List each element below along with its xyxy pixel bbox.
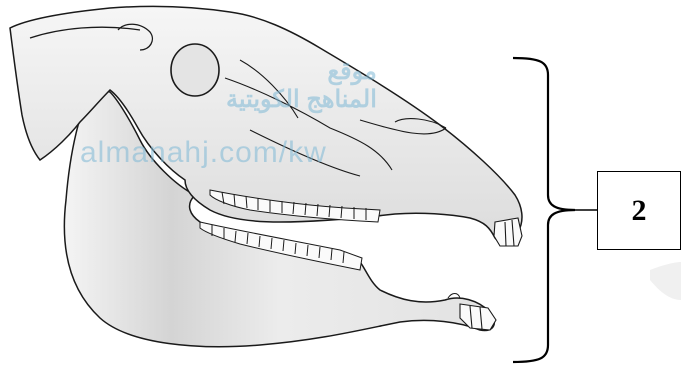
background-shape: [650, 262, 681, 300]
label-number: 2: [632, 194, 647, 228]
lower-incisors: [460, 304, 496, 330]
answer-label-box: 2: [597, 171, 681, 250]
upper-incisors: [494, 218, 522, 246]
curly-brace: [513, 58, 575, 362]
eye-orbit: [171, 44, 219, 96]
